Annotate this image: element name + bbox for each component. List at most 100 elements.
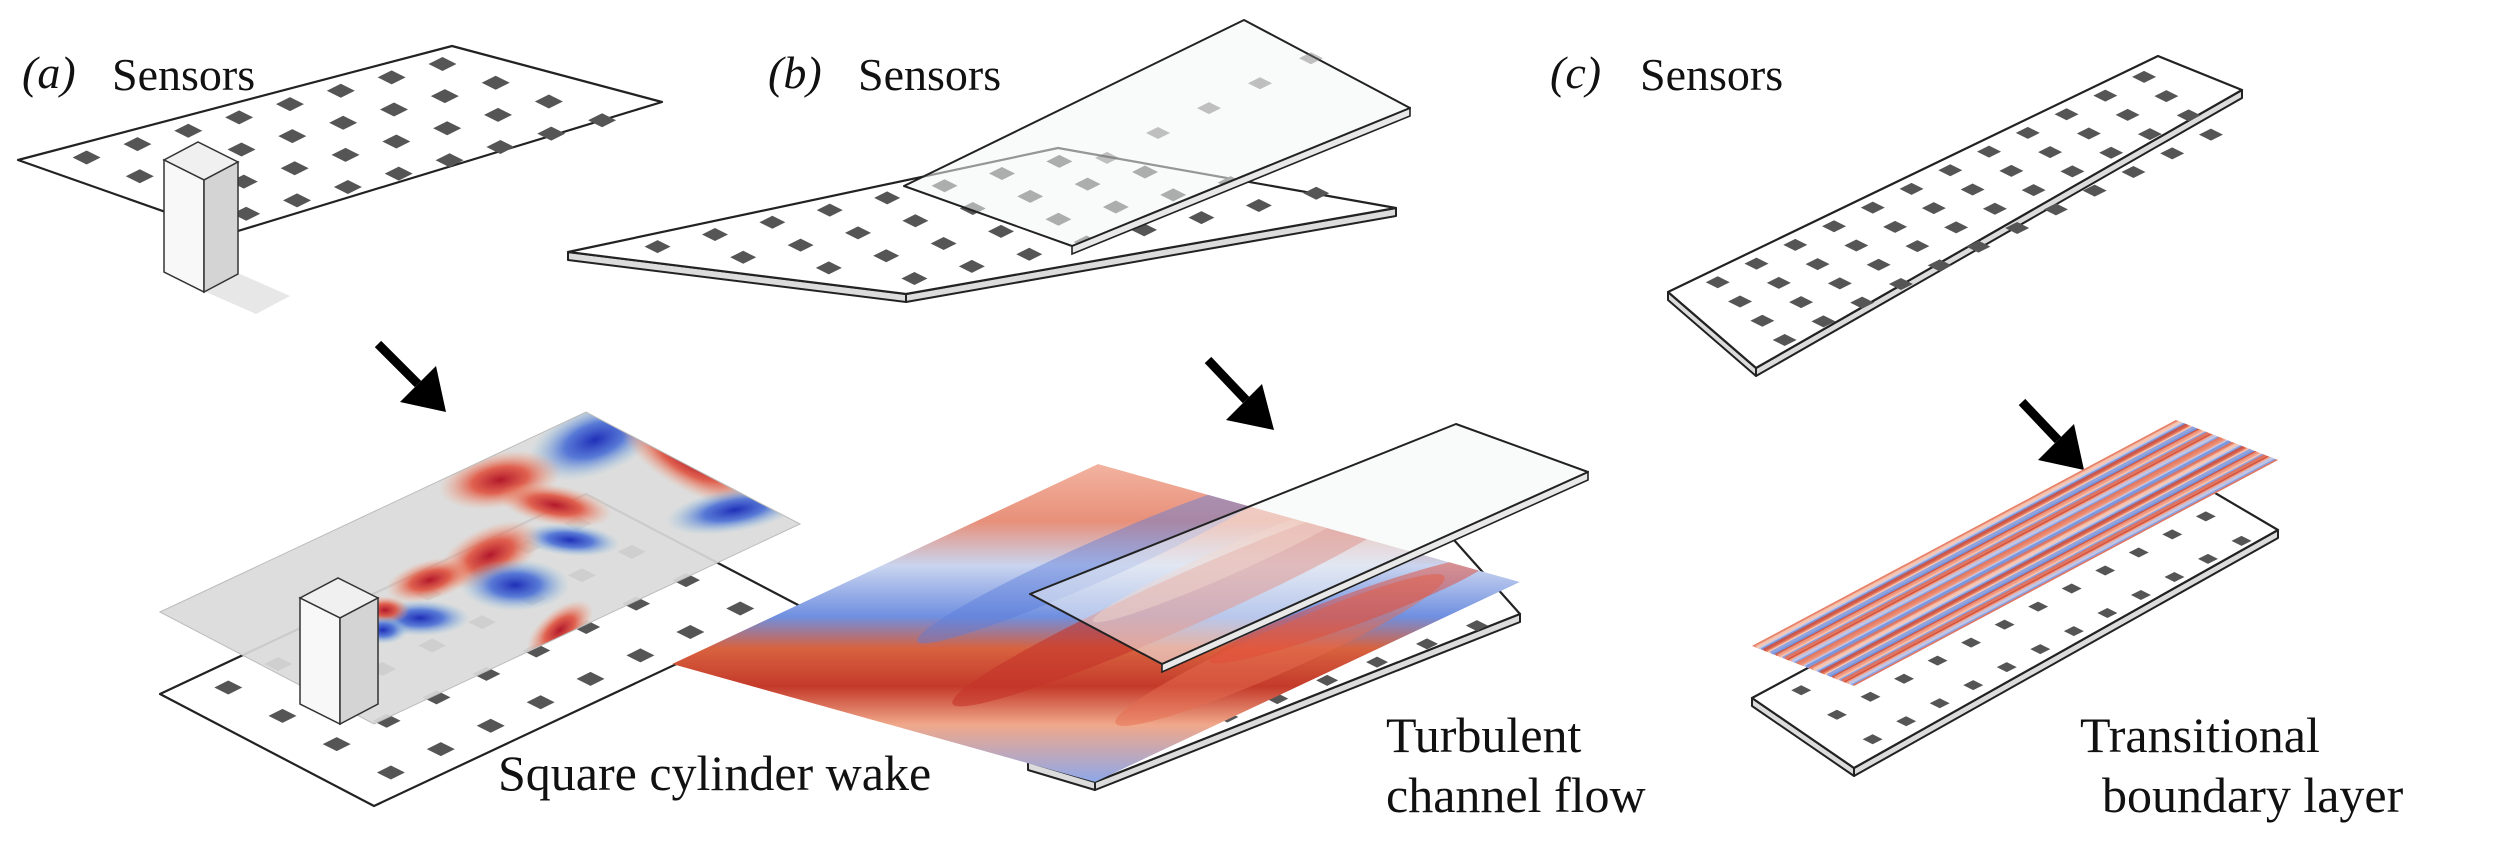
sensor-marker — [2115, 108, 2140, 121]
sensor-marker — [2038, 146, 2063, 159]
sensor-marker — [2137, 128, 2162, 141]
sensor-marker — [1791, 685, 1812, 696]
sensor-marker — [1303, 186, 1330, 200]
sensor-marker — [988, 224, 1015, 238]
sensor-marker — [1860, 691, 1881, 702]
sensor-marker — [1783, 238, 1808, 251]
sensor-marker — [2015, 126, 2040, 139]
sensor-marker — [268, 708, 297, 723]
arrow-a — [374, 340, 446, 412]
boundary-layer-field — [1752, 420, 2278, 686]
sensor-marker — [2097, 608, 2118, 619]
sensor-marker — [331, 147, 360, 162]
sensor-marker — [1921, 202, 1946, 215]
sensor-marker — [2160, 147, 2185, 160]
arrow-b — [1204, 356, 1274, 430]
sensor-marker — [123, 137, 152, 152]
sensor-marker — [730, 250, 757, 264]
sensor-marker — [2063, 626, 2084, 637]
sensor-marker — [333, 180, 362, 195]
sensor-marker — [1299, 52, 1323, 65]
sensor-marker — [1750, 314, 1775, 327]
upper-wall-b — [903, 19, 1411, 247]
flow-label-a: Square cylinder wake — [498, 745, 931, 801]
sensor-marker — [426, 742, 455, 757]
sensor-marker — [2164, 571, 2185, 582]
sensor-marker — [225, 110, 254, 125]
sensor-marker — [275, 97, 304, 112]
sensor-marker — [930, 237, 957, 251]
sensor-marker — [588, 113, 617, 128]
sensor-array-b-upper — [1095, 52, 1323, 164]
upper-wall-b-lower — [1029, 423, 1589, 665]
panel-c-letter: (c) — [1550, 47, 1601, 98]
sensor-marker — [1850, 296, 1875, 309]
sensor-marker — [873, 249, 900, 263]
sensor-marker — [2021, 184, 2046, 197]
sensor-array-c — [1705, 70, 2223, 346]
sensor-marker — [1899, 182, 1924, 195]
sensor-marker — [534, 94, 563, 109]
sensor-marker — [2005, 222, 2030, 235]
sensor-marker — [1960, 183, 1985, 196]
sensor-marker — [1896, 716, 1917, 727]
sensor-marker — [2197, 553, 2218, 564]
sensor-marker — [676, 624, 705, 639]
sensor-marker — [1366, 656, 1389, 668]
sensor-marker — [2154, 90, 2179, 103]
sensor-marker — [2132, 70, 2157, 83]
sensor-marker — [1316, 674, 1339, 686]
sensor-marker — [787, 238, 814, 252]
sensor-marker — [280, 161, 309, 176]
sensor-marker — [2095, 565, 2116, 576]
sensor-marker — [214, 680, 243, 695]
sensor-marker — [1811, 315, 1836, 328]
sensor-marker — [1146, 127, 1170, 139]
sensor-marker — [626, 648, 655, 663]
sensor-marker — [2128, 547, 2149, 558]
panel-b-sensors-label: Sensors — [858, 49, 1001, 100]
sensor-marker — [1827, 277, 1852, 290]
sensor-marker — [1789, 296, 1814, 309]
sensor-marker — [2121, 166, 2146, 179]
sensor-marker — [428, 57, 457, 71]
panel-a: (a) Sensors — [16, 44, 931, 808]
sensor-marker — [1893, 673, 1914, 684]
sensor-marker — [2082, 184, 2107, 197]
sensor-marker — [1844, 239, 1869, 252]
sensor-marker — [1977, 145, 2002, 158]
sensor-marker — [644, 240, 671, 254]
sensor-marker — [435, 153, 464, 168]
sensor-marker — [1888, 278, 1913, 291]
sensor-marker — [576, 671, 605, 686]
sensor-marker — [958, 259, 985, 273]
sensor-marker — [1982, 202, 2007, 215]
sensor-marker — [1415, 638, 1438, 650]
sensor-marker — [2195, 511, 2216, 522]
panel-c: (c) Sensors Transitional boundary layer — [1550, 47, 2404, 823]
sensor-marker — [72, 150, 101, 165]
sensor-marker — [726, 601, 755, 616]
sensor-marker — [1465, 620, 1488, 632]
sensor-marker — [2054, 108, 2079, 121]
sensor-marker — [476, 718, 505, 733]
sensor-marker — [1927, 655, 1948, 666]
sensor-marker — [1905, 240, 1930, 253]
sensor-marker — [1822, 220, 1847, 233]
sensor-marker — [2028, 601, 2049, 612]
sensor-marker — [2043, 203, 2068, 216]
sensor-marker — [901, 272, 928, 286]
sensor-marker — [526, 695, 555, 710]
sensor-marker — [278, 129, 307, 144]
sensor-marker — [1938, 164, 1963, 177]
sensor-marker — [537, 126, 566, 141]
sensor-marker — [232, 206, 261, 221]
sensor-marker — [2060, 165, 2085, 178]
sensor-marker — [2030, 644, 2051, 655]
sensor-marker — [1095, 151, 1119, 164]
panel-a-sensors-label: Sensors — [112, 49, 255, 100]
sensor-marker — [1744, 257, 1769, 270]
sensor-marker — [1197, 102, 1221, 115]
flow-label-b-line2: channel flow — [1386, 767, 1646, 823]
sensor-marker — [283, 193, 312, 208]
